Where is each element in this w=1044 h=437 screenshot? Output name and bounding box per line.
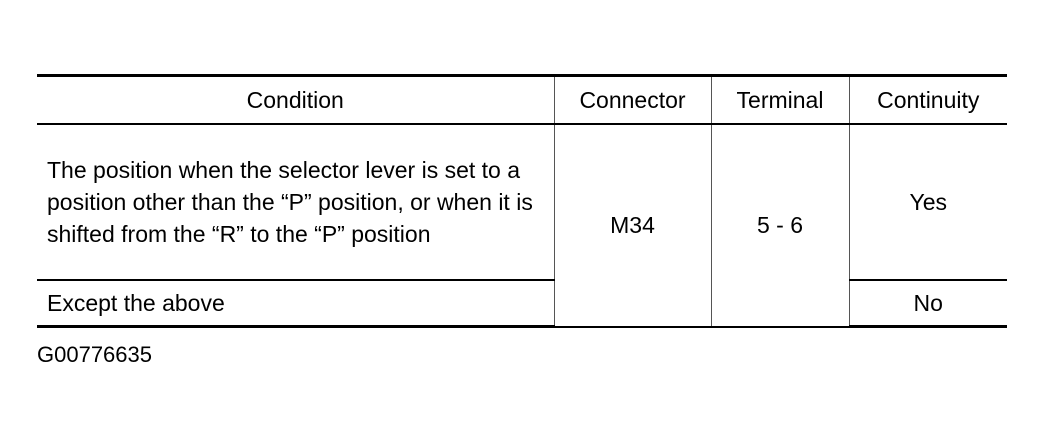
continuity-spec-table: Condition Connector Terminal Continuity … bbox=[37, 74, 1007, 328]
header-continuity: Continuity bbox=[848, 74, 1007, 125]
table-row: The position when the selector lever is … bbox=[37, 124, 1007, 328]
table-header: Condition Connector Terminal Continuity bbox=[37, 74, 1007, 125]
table-row: Except the above No bbox=[37, 280, 1007, 328]
continuity-cell: No bbox=[848, 280, 1007, 328]
condition-cell: Except the above bbox=[37, 280, 554, 328]
header-connector: Connector bbox=[553, 74, 711, 125]
terminal-cell: 5 - 6 bbox=[710, 124, 849, 328]
continuity-cell: Yes bbox=[848, 124, 1007, 281]
figure-code: G00776635 bbox=[37, 342, 152, 367]
table-body: The position when the selector lever is … bbox=[37, 124, 1007, 328]
header-row: Condition Connector Terminal Continuity bbox=[37, 74, 1007, 125]
header-condition: Condition bbox=[37, 74, 554, 125]
condition-cell: The position when the selector lever is … bbox=[37, 124, 554, 281]
header-terminal: Terminal bbox=[710, 74, 849, 125]
connector-cell: M34 bbox=[553, 124, 711, 328]
